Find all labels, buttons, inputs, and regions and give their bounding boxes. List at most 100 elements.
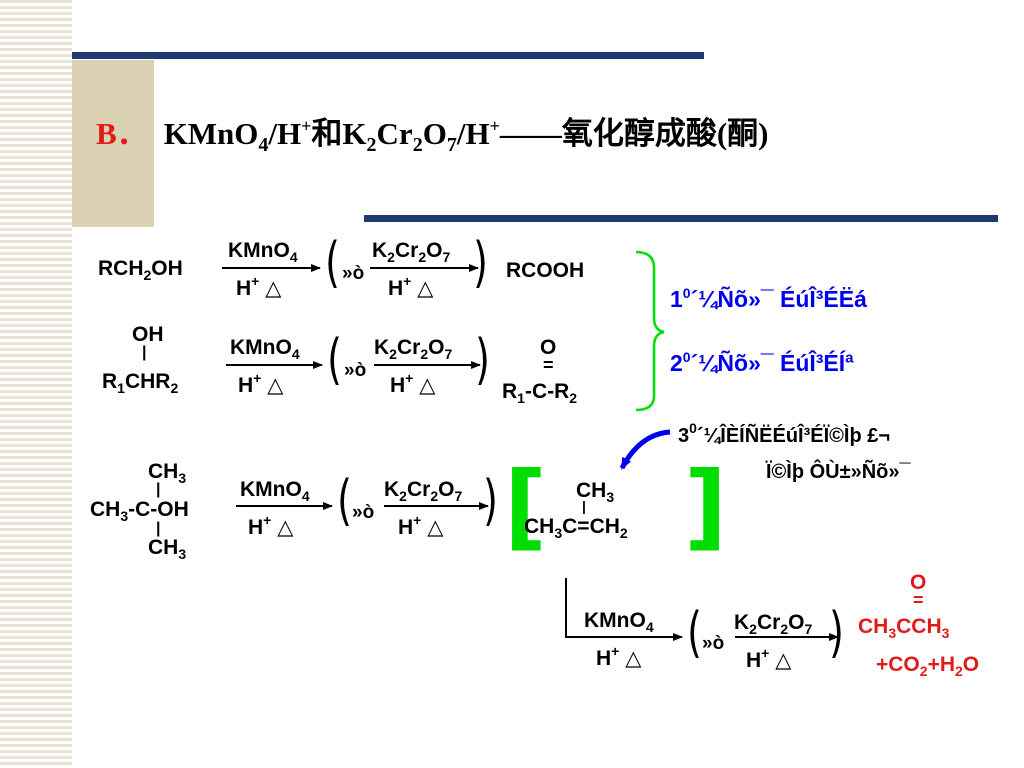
chem-text: CH <box>148 460 179 483</box>
methyl-bottom: CH3 <box>148 536 186 561</box>
chem-sub: 3 <box>941 625 950 641</box>
chem-sup: + <box>761 645 770 661</box>
product-ketone: R1-C-R2 <box>502 381 577 405</box>
slide-title: B．KMnO4/H+和K2Cr2O7/H+——氧化醇成酸(酮) <box>96 108 769 156</box>
or-label: »ò <box>344 360 367 381</box>
chem-sub: 1 <box>117 380 125 396</box>
intermediate-bracket-open: [ <box>504 452 547 561</box>
chem-text: Cr <box>406 478 431 501</box>
title-text: 和K <box>311 116 367 151</box>
delta-symbol: △ <box>775 649 792 672</box>
chem-sub: 7 <box>804 621 813 637</box>
delta-symbol: △ <box>419 374 436 397</box>
title-sub: 4 <box>258 134 269 156</box>
chem-sub: 3 <box>606 489 615 505</box>
close-paren: ) <box>473 231 488 294</box>
bond-line: | <box>582 498 586 514</box>
or-label: »ò <box>342 263 365 284</box>
bond-line: | <box>156 520 161 537</box>
double-bond: = <box>543 355 554 375</box>
chem-text: Cr <box>396 336 421 359</box>
chem-text: H <box>388 277 404 300</box>
chem-text: O <box>788 611 805 634</box>
chem-text: K <box>384 478 400 501</box>
title-text: Cr <box>376 116 413 151</box>
continuation-arrow <box>565 578 683 641</box>
reagent-h-heat: H+ △ <box>390 371 436 397</box>
chem-text: CH <box>524 515 555 538</box>
chem-sub: 2 <box>430 488 439 504</box>
curved-blue-arrow <box>619 429 671 470</box>
chem-sub: 2 <box>749 621 757 637</box>
chem-sub: 3 <box>178 470 187 486</box>
ketone-oxygen: O <box>540 336 557 359</box>
chem-sub: 2 <box>399 488 407 504</box>
chem-text: H <box>238 374 254 397</box>
note-text: 2 <box>670 350 683 376</box>
or-label: »ò <box>352 502 375 523</box>
open-paren: ( <box>687 601 702 664</box>
chem-text: R <box>102 370 118 393</box>
acetone-oxygen: O <box>910 571 927 594</box>
note-text: ´¼Ñõ»¯ ÉúÎ³ÉÍª <box>690 350 854 376</box>
chem-text: CHR <box>124 370 171 393</box>
bond-line: | <box>142 344 147 361</box>
reagent-h-heat: H+ △ <box>398 513 443 539</box>
reagent-k2cr2o7: K2Cr2O7 <box>374 336 452 361</box>
chem-sub: 2 <box>780 621 789 637</box>
chem-text: CH <box>148 536 179 559</box>
chem-text: H <box>596 647 612 670</box>
product-carboxylic-acid: RCOOH <box>506 259 585 282</box>
note-text: 1 <box>670 286 683 312</box>
title-sup: + <box>301 116 312 136</box>
chem-text: K <box>374 336 390 359</box>
chem-text: OH <box>151 257 183 280</box>
oh-group: OH <box>132 323 164 346</box>
open-paren: ( <box>337 469 352 532</box>
close-paren: ) <box>483 469 498 532</box>
chem-sub: 2 <box>569 390 578 406</box>
reactant-tertiary-alcohol: CH3-C-OH <box>90 499 189 523</box>
chem-text: CH <box>576 479 607 502</box>
chem-text: O <box>428 336 445 359</box>
chem-sub: 3 <box>554 525 563 541</box>
chem-text: KMnO <box>228 239 290 262</box>
chem-text: H <box>236 277 252 300</box>
title-text: ——氧化醇成酸(酮) <box>499 116 769 151</box>
close-paren: ) <box>829 601 844 664</box>
bottom-rule <box>364 215 998 222</box>
or-label: »ò <box>702 633 725 654</box>
chem-text: O <box>438 478 455 501</box>
note-sup: 0 <box>682 349 691 365</box>
reactant-primary-alcohol: RCH2OH <box>98 257 183 282</box>
chem-text: Cr <box>394 239 419 262</box>
note-primary-alcohol: 10´¼Ñõ»¯ ÉúÎ³ÉËá <box>670 285 867 312</box>
chem-text: CH <box>858 615 889 638</box>
title-text: O <box>422 116 447 151</box>
chem-sub: 2 <box>418 249 427 265</box>
chem-sub: 7 <box>442 249 451 265</box>
intermediate-bracket-close: ] <box>684 452 727 561</box>
methyl-top: CH3 <box>148 460 186 485</box>
chem-text: H <box>746 649 762 672</box>
chem-text: KMnO <box>584 609 646 632</box>
chem-text: H <box>398 516 414 539</box>
chem-sub: 4 <box>645 619 654 635</box>
reagent-kmno4: KMnO4 <box>230 337 300 361</box>
title-sub: 2 <box>366 134 377 156</box>
note-sup: 0 <box>682 285 691 301</box>
open-paren: ( <box>327 328 342 391</box>
open-paren: ( <box>325 231 340 294</box>
chem-sup: + <box>611 643 620 659</box>
chem-sub: 2 <box>143 267 152 283</box>
note-text: ´¼ÎÈÍÑËÉúÎ³ÉÏ©Ìþ £¬ <box>696 425 891 447</box>
chem-sub: 2 <box>420 346 429 362</box>
chem-text: +H <box>927 653 955 676</box>
chem-sub: 2 <box>170 380 179 396</box>
chem-sup: + <box>403 273 412 289</box>
product-byproducts: +CO2+H2O <box>876 653 979 678</box>
double-bond: = <box>913 590 924 610</box>
intermediate-alkene: CH3C=CH2 <box>524 515 628 540</box>
chem-text: O <box>426 239 443 262</box>
chem-sub: 4 <box>291 346 300 362</box>
